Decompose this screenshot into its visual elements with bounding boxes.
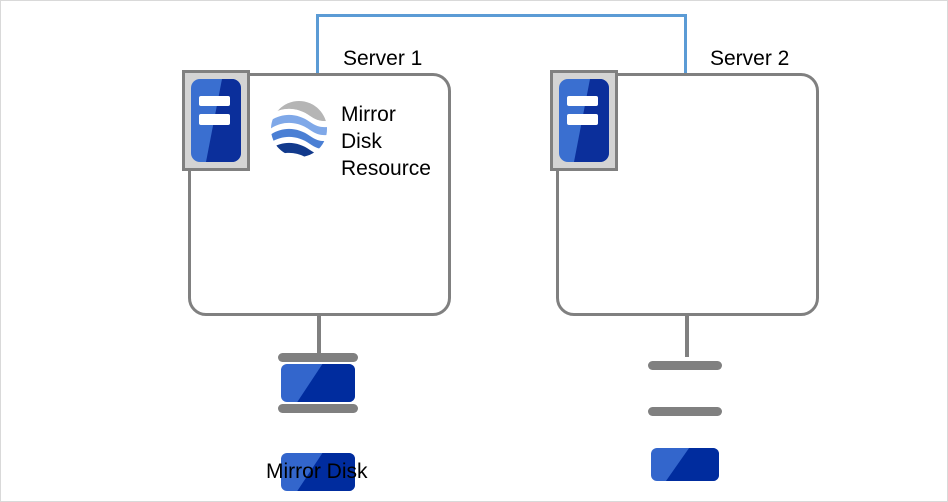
mirror-disk-resource-globe-icon: [270, 100, 328, 158]
server-2-computer-icon: [550, 70, 618, 171]
mirror-disk-middle-bar: [278, 404, 358, 413]
server-2-disk-platter-top: [651, 448, 719, 481]
interconnect-right-drop-line: [684, 14, 687, 74]
server-2-disk-middle-bar: [648, 407, 722, 416]
server-2-disk-top-bar: [648, 361, 722, 370]
mirror-disk-top-bar: [278, 353, 358, 362]
interconnect-left-drop-line: [316, 14, 319, 74]
server-2-disk-connector: [685, 314, 689, 357]
server-icon-bay-top: [567, 95, 598, 107]
interconnect-horizontal-line: [316, 14, 687, 17]
server-2-label: Server 2: [710, 47, 790, 70]
server-icon-body: [191, 79, 241, 162]
mirror-disk-resource-label: Mirror Disk Resource: [341, 101, 431, 182]
server-1-label: Server 1: [343, 47, 423, 70]
mirror-disk-resource-label-line-3: Resource: [341, 157, 431, 180]
server-1-computer-icon: [182, 70, 250, 171]
server-1-disk-connector: [317, 314, 321, 357]
mirror-disk-resource-label-line-2: Disk: [341, 130, 382, 153]
mirror-disk-resource-label-line-1: Mirror: [341, 103, 396, 126]
server-icon-body: [559, 79, 609, 162]
mirror-disk-label: Mirror Disk: [266, 460, 368, 483]
mirror-disk-platter-shading: [297, 364, 355, 402]
server-icon-bay-bottom: [567, 113, 598, 125]
server-icon-bay-bottom: [199, 113, 230, 125]
mirror-disk-platter-bottom: [281, 453, 355, 491]
mirror-disk-platter-top: [281, 364, 355, 402]
server-2-disk-platter-shading: [665, 448, 719, 481]
server-icon-bay-top: [199, 95, 230, 107]
